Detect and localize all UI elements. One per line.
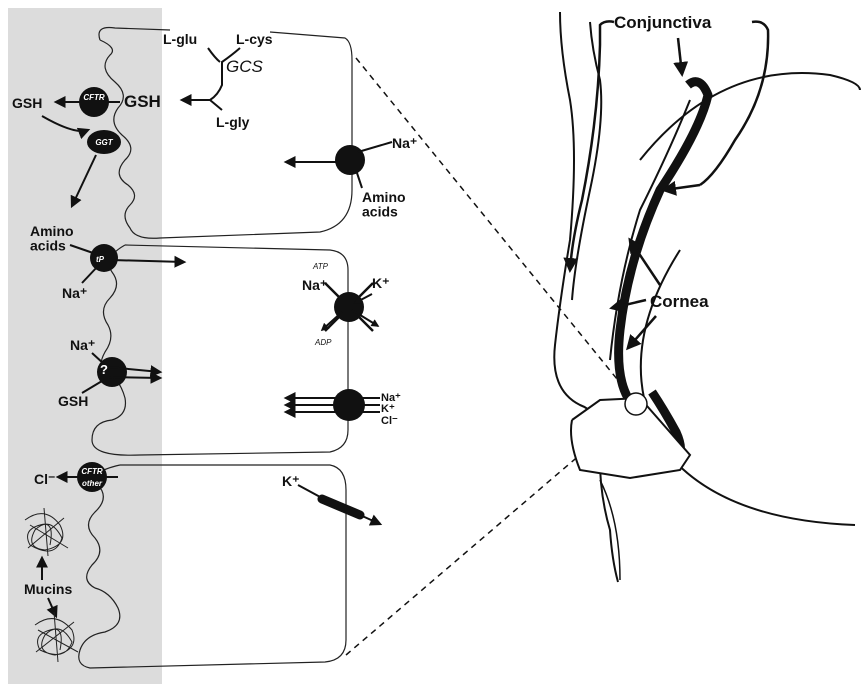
unknown-arrow-2 <box>108 377 160 378</box>
other-label: other <box>82 479 103 488</box>
zoom-connectors <box>346 58 630 655</box>
basal-na-label: Na⁺ <box>392 135 417 151</box>
conjunctiva-bracket <box>600 21 768 185</box>
cftr-label-top: CFTR <box>83 93 105 102</box>
cftr-channel-icon <box>79 87 109 117</box>
cl-label: Cl⁻ <box>34 471 55 487</box>
l-cys-label: L-cys <box>236 31 273 47</box>
nkcc-cotransporter: Na⁺ K⁺ Cl⁻ <box>286 389 401 427</box>
apical-na-label: Na⁺ <box>62 285 87 301</box>
adp-label: ADP <box>314 338 332 347</box>
k-channel-arrow <box>360 515 380 524</box>
zoom-region-circle <box>625 393 647 415</box>
unknown-na-label: Na⁺ <box>70 337 95 353</box>
lid-outer-outline <box>572 22 601 300</box>
basal-na-line <box>358 142 392 152</box>
na-k-atpase: ATP Na⁺ K⁺ ADP <box>302 262 390 347</box>
unknown-gsh-label: GSH <box>58 393 88 409</box>
l-glu-label: L-glu <box>163 31 197 47</box>
gsh-intracellular-label: GSH <box>124 92 161 111</box>
atp-label: ATP <box>312 262 329 271</box>
conjunctiva-arrow-fold <box>678 38 682 74</box>
question-mark: ? <box>100 362 108 377</box>
cftr-label-bottom: CFTR <box>81 467 103 476</box>
gcs-label: GCS <box>226 57 264 76</box>
atpase-na-label: Na⁺ <box>302 277 327 293</box>
k-channel-label: K⁺ <box>282 473 300 489</box>
basal-transporter-icon <box>335 145 365 175</box>
connector-top <box>356 58 630 395</box>
mucins-label: Mucins <box>24 581 72 597</box>
k-channel-body <box>322 499 360 515</box>
eyelid-outline <box>554 12 618 582</box>
atpase-adp-arrow <box>322 312 342 330</box>
conjunctiva-annotation: Conjunctiva <box>570 13 768 270</box>
nkcc-k-label: K⁺ <box>381 403 395 415</box>
atpase-k-label: K⁺ <box>372 275 390 291</box>
ggt-label: GGT <box>95 138 113 147</box>
k-channel-line <box>298 485 322 498</box>
conjunctiva-arrow-bulbar <box>664 185 700 190</box>
l-gly-label: L-gly <box>216 114 250 130</box>
tp-label: tP <box>96 255 105 264</box>
gsh-extracellular-label: GSH <box>12 95 42 111</box>
k-channel: K⁺ <box>282 473 380 524</box>
nkcc-cl-label: Cl⁻ <box>381 415 398 427</box>
tp-transporter-icon <box>90 244 118 272</box>
cornea-label: Cornea <box>650 292 709 311</box>
basal-aa-line <box>356 170 362 188</box>
conjunctiva-label: Conjunctiva <box>614 13 712 32</box>
